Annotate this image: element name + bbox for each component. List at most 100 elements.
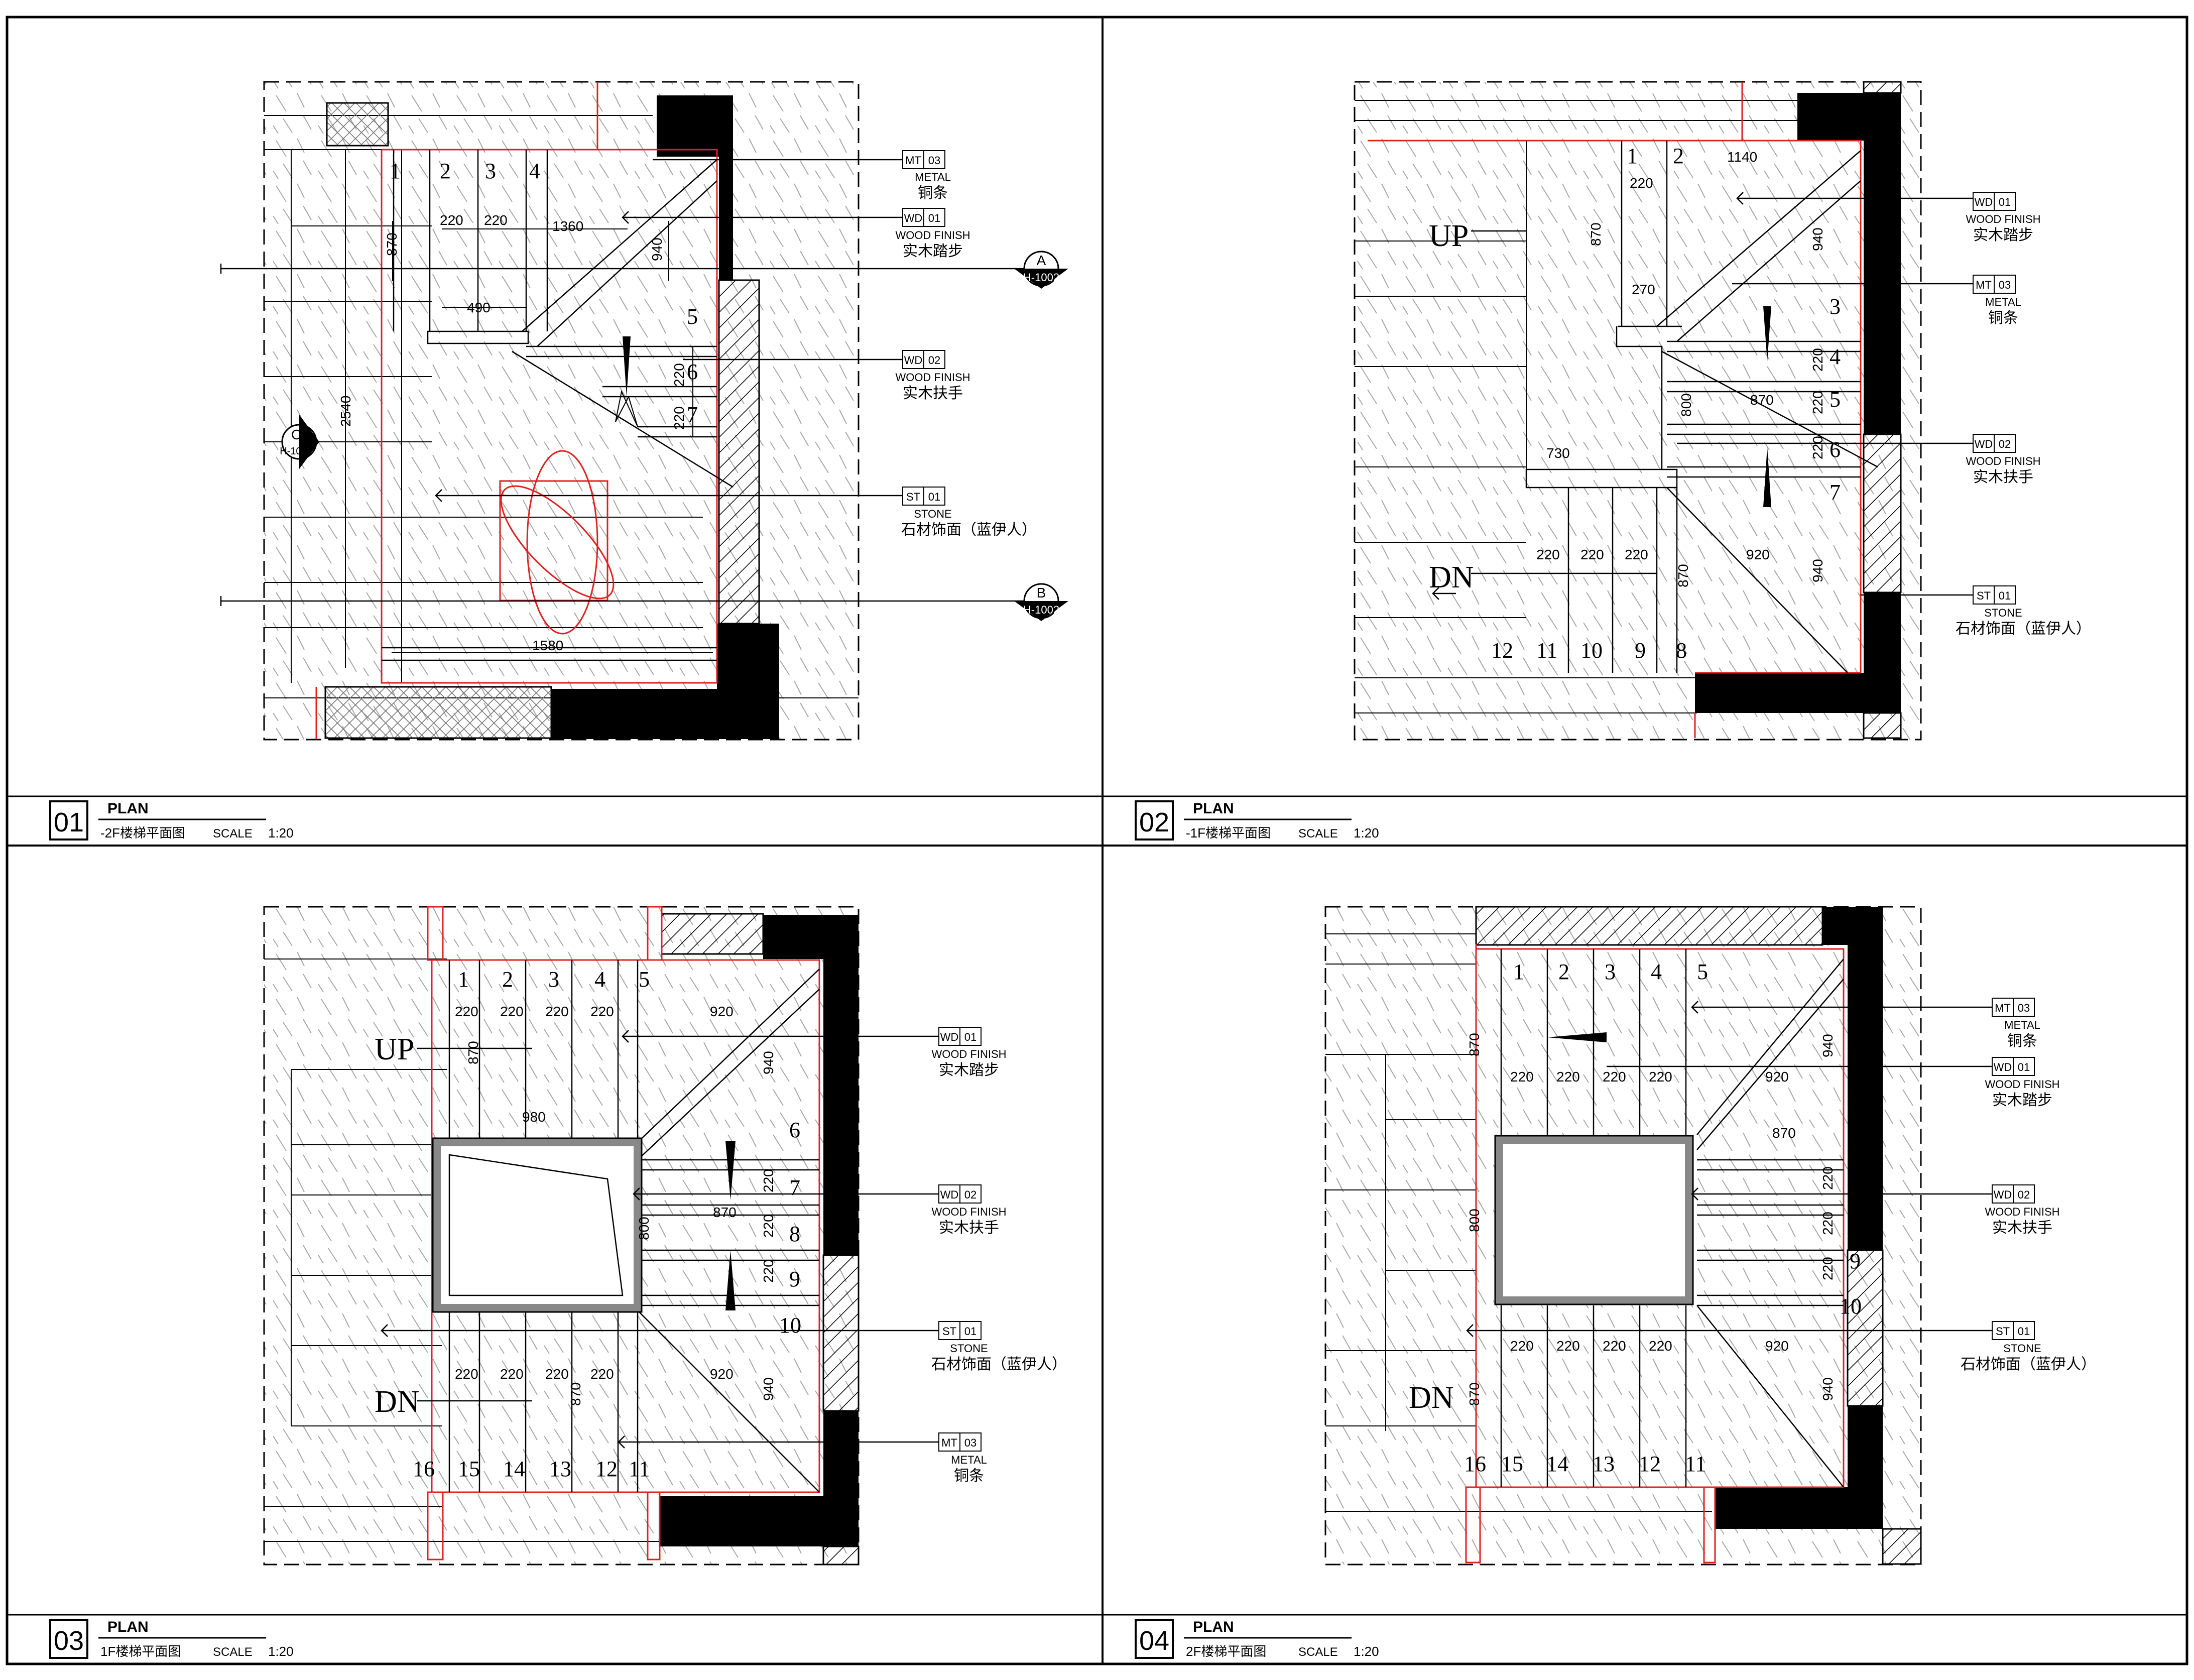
dimension-label: 870 [568, 1382, 583, 1406]
dimension-label: 870 [1467, 1382, 1482, 1406]
dimension-label: 1360 [552, 218, 583, 234]
tag-english: METAL [951, 1454, 987, 1466]
dimension-label: 2540 [338, 396, 353, 427]
tag-code: ST [1977, 589, 1991, 602]
step-number: 7 [1830, 480, 1841, 505]
material-tag-wood-rail: WD 02 WOOD FINISH 实木扶手 [895, 350, 970, 402]
material-tag-stone: ST 01 STONE 石材饰面（蓝伊人） [1961, 1321, 2096, 1373]
panel-03-dimensions: 220 220 220 220 920 870 940 980 220 800 … [455, 1004, 776, 1406]
tag-number: 02 [928, 354, 940, 367]
section-letter: B [1037, 585, 1046, 601]
material-tag-wood-tread: WD 01 WOOD FINISH 实木踏步 [1985, 1057, 2060, 1109]
dimension-label: 220 [590, 1366, 614, 1382]
tag-english: WOOD FINISH [1966, 455, 2040, 467]
step-number: 16 [413, 1457, 435, 1481]
material-tag-metal: MT 03 METAL 铜条 [1973, 275, 2021, 326]
section-marker-a: A H-1002 [1014, 251, 1068, 289]
panel-03-step-numbers: 1 2 3 4 5 6 7 8 9 10 11 12 13 14 15 16 [413, 967, 801, 1481]
step-number: 9 [1635, 638, 1646, 663]
dn-label: DN [1429, 560, 1474, 594]
dimension-label: 220 [761, 1214, 776, 1238]
tag-chinese: 实木踏步 [1973, 227, 2033, 244]
dimension-label: 220 [1820, 1257, 1836, 1280]
step-number: 10 [779, 1313, 801, 1338]
step-number: 2 [1673, 144, 1684, 168]
tag-chinese: 实木扶手 [939, 1220, 999, 1236]
dimension-label: 220 [1820, 1212, 1836, 1235]
tag-english: METAL [1985, 296, 2021, 308]
step-number: 9 [789, 1267, 800, 1291]
tag-chinese: 实木踏步 [939, 1062, 999, 1078]
panel-kind: PLAN [1193, 1619, 1234, 1635]
step-number: 10 [1580, 638, 1603, 663]
step-number: 3 [548, 967, 559, 992]
tag-code: WD [1975, 438, 1993, 450]
step-number: 10 [1840, 1294, 1862, 1318]
step-number: 2 [1558, 959, 1569, 984]
dimension-label: 220 [500, 1004, 524, 1019]
tag-english: WOOD FINISH [931, 1048, 1006, 1060]
section-ref: H-1002 [280, 446, 313, 457]
tag-number: 01 [2018, 1061, 2030, 1073]
dimension-label: 870 [1675, 564, 1691, 587]
dimension-label: 940 [649, 237, 665, 261]
scale-value: 1:20 [1354, 1644, 1379, 1659]
scale-value: 1:20 [268, 1644, 294, 1659]
step-number: 8 [1850, 1204, 1861, 1228]
tag-code: ST [942, 1325, 956, 1338]
panel-01-title-block: 01 PLAN -2F楼梯平面图 SCALE 1:20 [7, 795, 1103, 847]
tag-chinese: 实木踏步 [903, 243, 963, 260]
step-number: 15 [1501, 1452, 1523, 1476]
panel-04-step-numbers: 1 2 3 4 5 6 7 8 9 10 11 12 13 14 15 16 [1464, 959, 1862, 1476]
tag-code: WD [1994, 1061, 2012, 1073]
panel-04-dn: DN [1409, 1381, 1454, 1415]
tag-code: MT [905, 154, 921, 167]
dimension-label: 220 [1649, 1338, 1672, 1354]
tag-number: 02 [2018, 1188, 2030, 1201]
material-tag-metal: MT 03 METAL 铜条 [902, 150, 951, 201]
dimension-label: 920 [1765, 1338, 1789, 1354]
section-letter: C [291, 427, 301, 442]
dimension-label: 730 [1546, 445, 1570, 461]
panel-02-plan: UP DN 1 2 3 4 5 6 7 8 9 10 11 12 1140 22… [1103, 81, 2187, 841]
dimension-label: 870 [384, 232, 400, 256]
tag-code: WD [1994, 1188, 2012, 1201]
tag-chinese: 铜条 [2007, 1033, 2037, 1049]
dimension-label: 220 [761, 1169, 776, 1192]
tag-chinese: 石材饰面（蓝伊人） [931, 1356, 1067, 1373]
tag-code: MT [941, 1436, 957, 1449]
tag-number: 03 [2018, 1002, 2030, 1014]
dimension-label: 220 [671, 406, 687, 430]
tag-number: 01 [928, 491, 940, 503]
dimension-label: 870 [1772, 1125, 1796, 1141]
step-number: 5 [1830, 387, 1841, 412]
panel-number: 02 [1139, 807, 1169, 837]
tag-english: METAL [915, 171, 951, 183]
step-number: 1 [458, 967, 469, 992]
panel-subtitle: -2F楼梯平面图 [100, 825, 185, 841]
step-number: 6 [687, 359, 698, 384]
step-number: 11 [1536, 638, 1557, 663]
tag-code: WD [904, 212, 923, 224]
up-label: UP [375, 1032, 414, 1066]
panel-02-dimensions: 1140 220 870 940 270 220 800 870 220 220… [1536, 149, 1825, 587]
step-number: 6 [789, 1118, 800, 1142]
dimension-label: 220 [500, 1366, 524, 1382]
tag-english: WOOD FINISH [895, 371, 970, 384]
dimension-label: 220 [590, 1004, 614, 1019]
scale-value: 1:20 [1354, 825, 1379, 841]
dimension-label: 490 [467, 300, 491, 315]
material-tag-wood-rail: WD 02 WOOD FINISH 实木扶手 [1966, 434, 2041, 486]
dimension-label: 220 [1603, 1338, 1626, 1354]
dimension-label: 1580 [532, 638, 563, 653]
step-number: 14 [1546, 1452, 1568, 1476]
dimension-label: 870 [465, 1041, 481, 1064]
step-number: 5 [687, 304, 698, 329]
tag-chinese: 石材饰面（蓝伊人） [1961, 1356, 2096, 1373]
panel-04-title-block: 04 PLAN 2F楼梯平面图 SCALE 1:20 [1103, 1614, 2187, 1659]
dn-label: DN [375, 1385, 420, 1419]
step-number: 12 [1639, 1452, 1661, 1476]
dimension-label: 920 [710, 1366, 734, 1382]
material-tag-stone: ST 01 STONE 石材饰面（蓝伊人） [1956, 585, 2091, 637]
